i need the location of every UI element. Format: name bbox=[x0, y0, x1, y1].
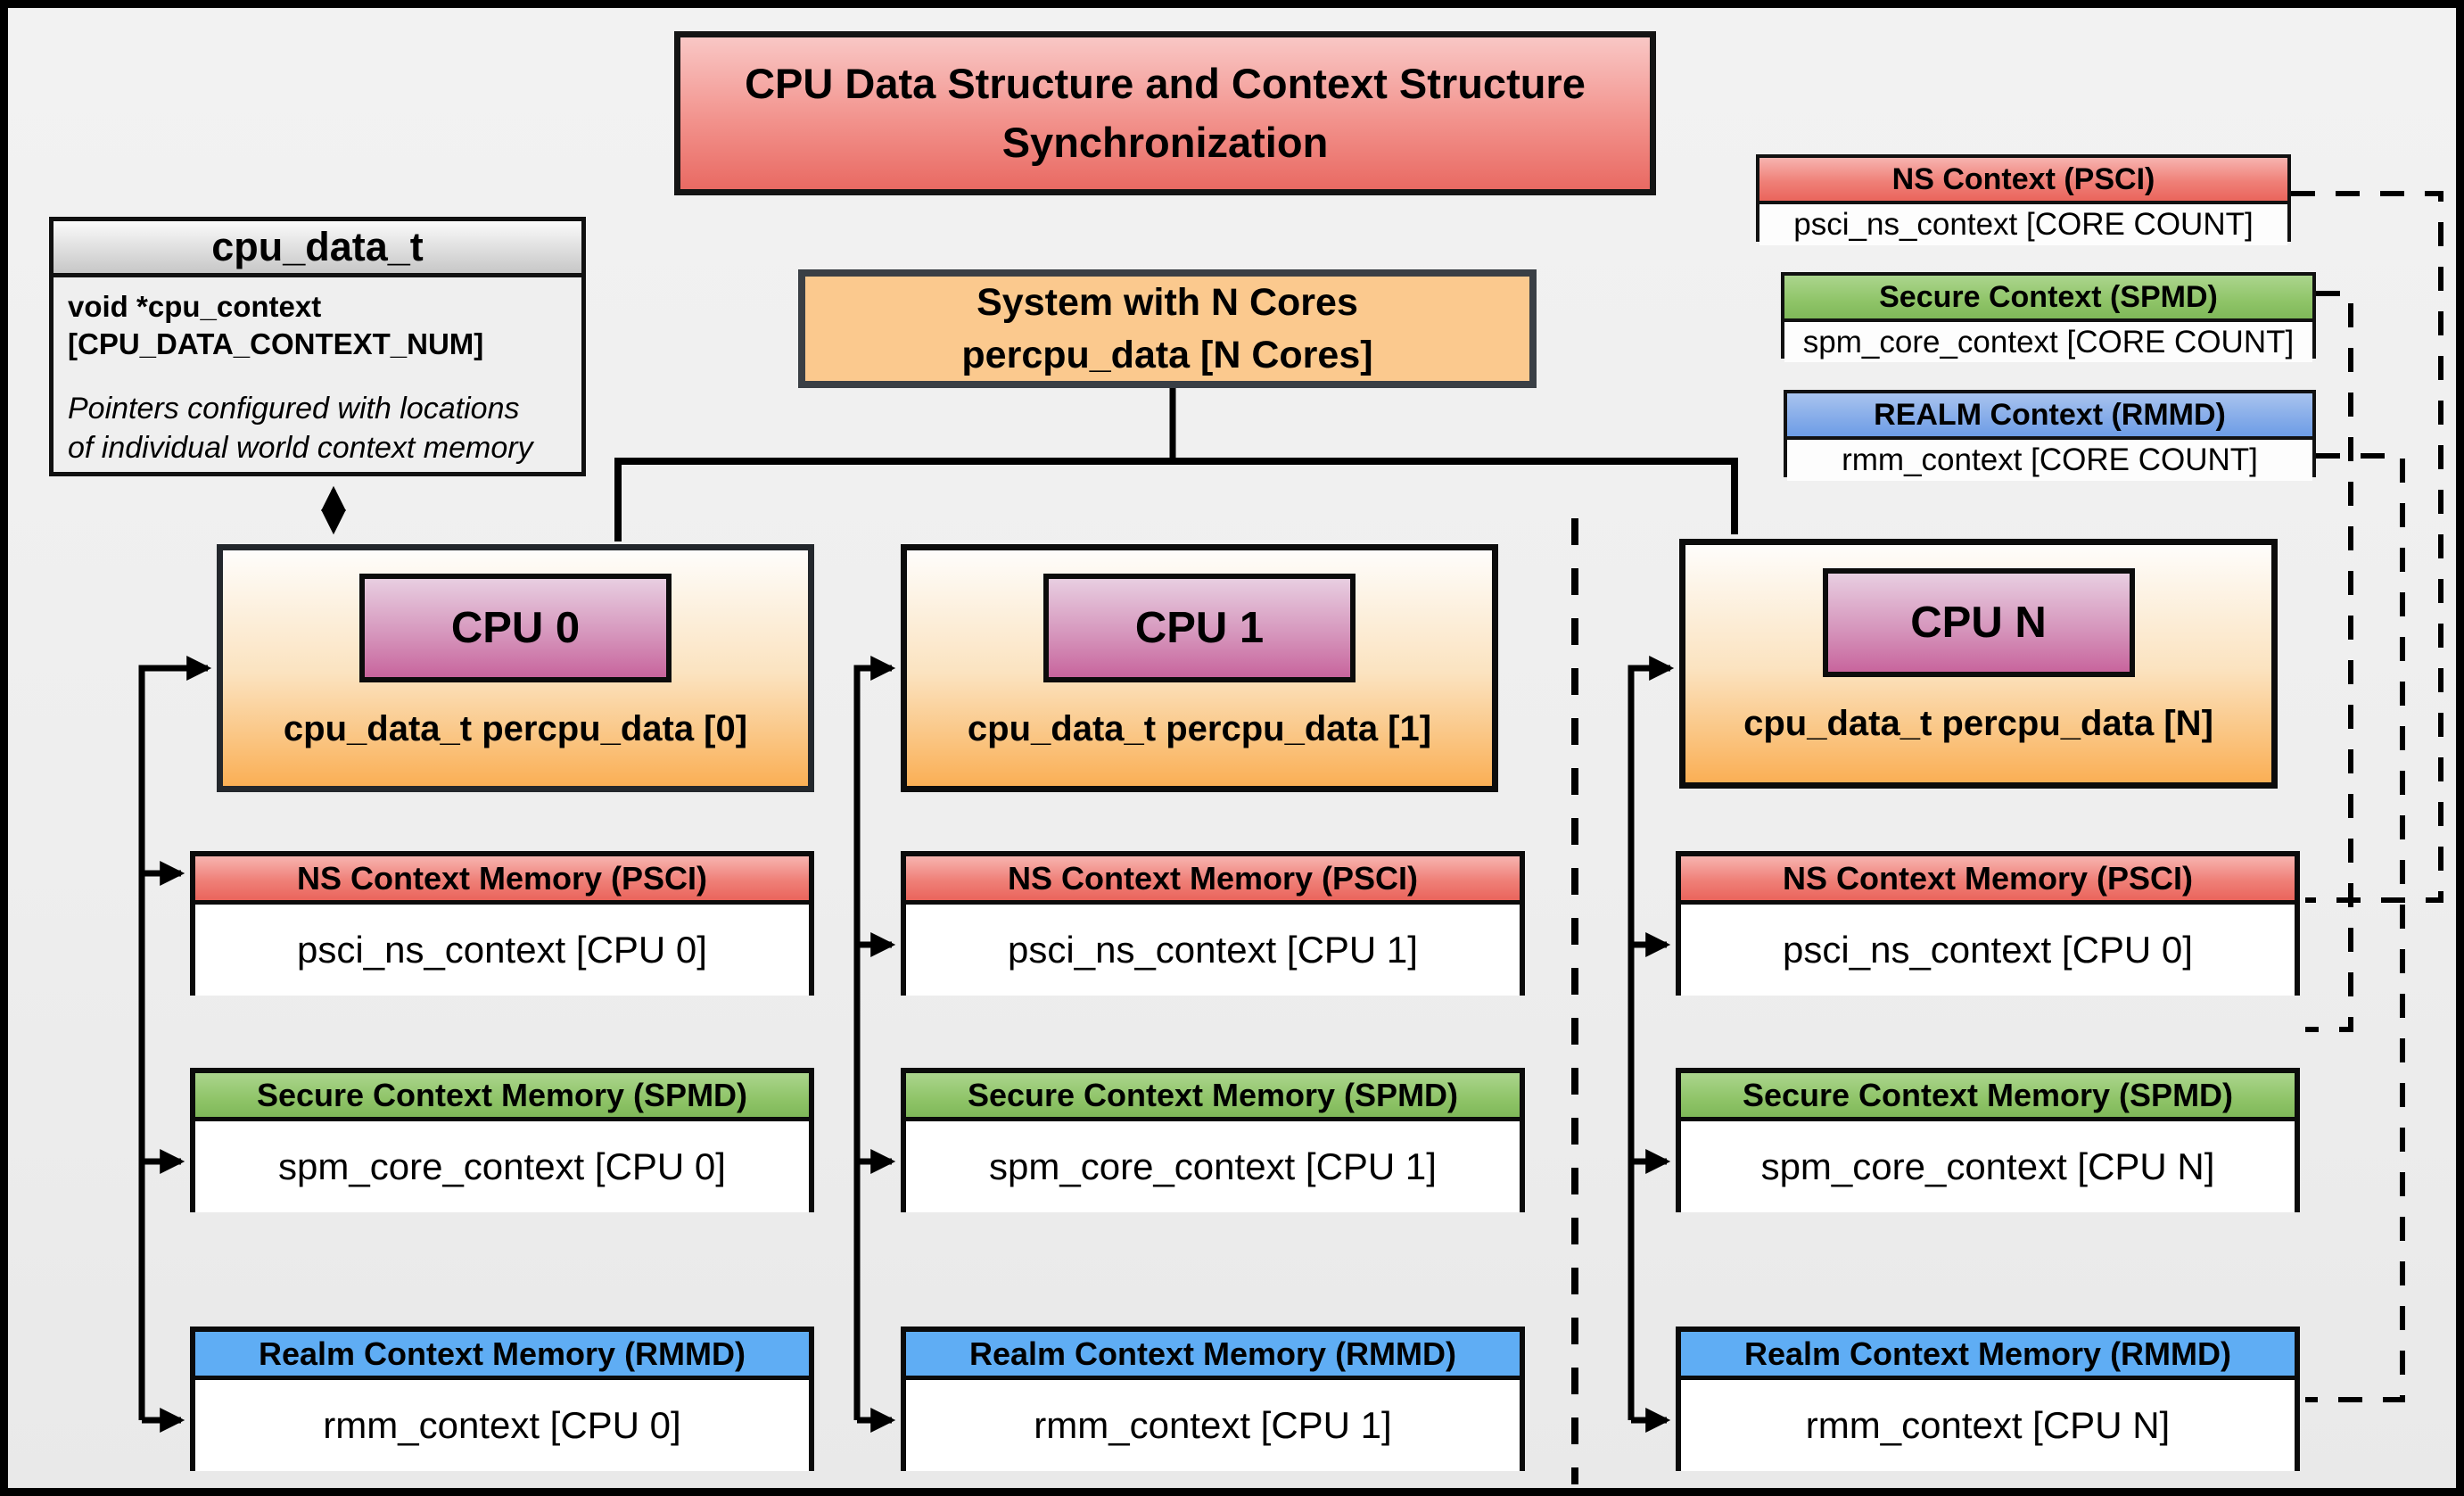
system-line2: percpu_data [N Cores] bbox=[961, 333, 1373, 376]
legend-realm-header: REALM Context (RMMD) bbox=[1787, 393, 2312, 440]
cpu0-realm-context-box: Realm Context Memory (RMMD) rmm_context … bbox=[190, 1327, 814, 1471]
system-line1: System with N Cores bbox=[977, 281, 1358, 325]
struct-field-line2: [CPU_DATA_CONTEXT_NUM] bbox=[68, 327, 484, 361]
cpu1-secure-header: Secure Context Memory (SPMD) bbox=[906, 1073, 1520, 1121]
cpu-data-t-body: void *cpu_context [CPU_DATA_CONTEXT_NUM]… bbox=[54, 277, 581, 468]
cpu0-secure-header: Secure Context Memory (SPMD) bbox=[195, 1073, 809, 1121]
cpu0-ns-header: NS Context Memory (PSCI) bbox=[195, 856, 809, 905]
cpun-ns-context-box: NS Context Memory (PSCI) psci_ns_context… bbox=[1676, 851, 2300, 996]
diagram-title: CPU Data Structure and Context Structure… bbox=[674, 31, 1656, 195]
cpu0-realm-body: rmm_context [CPU 0] bbox=[195, 1380, 809, 1471]
cpu1-secure-body: spm_core_context [CPU 1] bbox=[906, 1121, 1520, 1212]
struct-note-line2: of individual world context memory bbox=[68, 430, 533, 465]
cpu1-secure-context-box: Secure Context Memory (SPMD) spm_core_co… bbox=[901, 1068, 1525, 1212]
legend-secure-body: spm_core_context [CORE COUNT] bbox=[1784, 322, 2312, 362]
cpu-data-t-header: cpu_data_t bbox=[54, 221, 581, 277]
legend-secure-context: Secure Context (SPMD) spm_core_context [… bbox=[1781, 272, 2316, 362]
struct-note: Pointers configured with locations of in… bbox=[68, 390, 567, 467]
cpun-secure-header: Secure Context Memory (SPMD) bbox=[1681, 1073, 2295, 1121]
legend-secure-header: Secure Context (SPMD) bbox=[1784, 276, 2312, 322]
cpu0-secure-context-box: Secure Context Memory (SPMD) spm_core_co… bbox=[190, 1068, 814, 1212]
cpun-chip: CPU N bbox=[1822, 568, 2135, 677]
cpu1-data-label: cpu_data_t percpu_data [1] bbox=[967, 709, 1432, 748]
cpu0-realm-header: Realm Context Memory (RMMD) bbox=[195, 1332, 809, 1380]
cpun-realm-body: rmm_context [CPU N] bbox=[1681, 1380, 2295, 1471]
cpun-ns-body: psci_ns_context [CPU 0] bbox=[1681, 905, 2295, 996]
cpu0-chip: CPU 0 bbox=[359, 574, 672, 682]
cpu0-secure-body: spm_core_context [CPU 0] bbox=[195, 1121, 809, 1212]
cpu-data-t-box: cpu_data_t void *cpu_context [CPU_DATA_C… bbox=[49, 217, 586, 476]
cpun-realm-header: Realm Context Memory (RMMD) bbox=[1681, 1332, 2295, 1380]
legend-realm-body: rmm_context [CORE COUNT] bbox=[1787, 440, 2312, 481]
cpun-realm-context-box: Realm Context Memory (RMMD) rmm_context … bbox=[1676, 1327, 2300, 1471]
cpu1-ns-context-box: NS Context Memory (PSCI) psci_ns_context… bbox=[901, 851, 1525, 996]
legend-ns-context: NS Context (PSCI) psci_ns_context [CORE … bbox=[1756, 154, 2291, 245]
cpu0-box: CPU 0 cpu_data_t percpu_data [0] bbox=[217, 544, 814, 792]
cpu1-realm-context-box: Realm Context Memory (RMMD) rmm_context … bbox=[901, 1327, 1525, 1471]
cpun-secure-body: spm_core_context [CPU N] bbox=[1681, 1121, 2295, 1212]
struct-field-line1: void *cpu_context bbox=[68, 290, 322, 323]
legend-ns-body: psci_ns_context [CORE COUNT] bbox=[1759, 204, 2287, 245]
cpu0-ns-body: psci_ns_context [CPU 0] bbox=[195, 905, 809, 996]
cpu1-realm-header: Realm Context Memory (RMMD) bbox=[906, 1332, 1520, 1380]
cpu0-ns-context-box: NS Context Memory (PSCI) psci_ns_context… bbox=[190, 851, 814, 996]
cpu0-data-label: cpu_data_t percpu_data [0] bbox=[283, 709, 748, 748]
system-box: System with N Cores percpu_data [N Cores… bbox=[798, 269, 1537, 388]
cpun-secure-context-box: Secure Context Memory (SPMD) spm_core_co… bbox=[1676, 1068, 2300, 1212]
cpu1-realm-body: rmm_context [CPU 1] bbox=[906, 1380, 1520, 1471]
cpu1-ns-header: NS Context Memory (PSCI) bbox=[906, 856, 1520, 905]
cpu1-box: CPU 1 cpu_data_t percpu_data [1] bbox=[901, 544, 1498, 792]
cpun-box: CPU N cpu_data_t percpu_data [N] bbox=[1679, 539, 2278, 789]
cpu1-chip: CPU 1 bbox=[1043, 574, 1356, 682]
legend-ns-header: NS Context (PSCI) bbox=[1759, 158, 2287, 204]
cpun-ns-header: NS Context Memory (PSCI) bbox=[1681, 856, 2295, 905]
cpun-data-label: cpu_data_t percpu_data [N] bbox=[1743, 704, 2213, 743]
legend-realm-context: REALM Context (RMMD) rmm_context [CORE C… bbox=[1784, 390, 2316, 481]
cpu1-ns-body: psci_ns_context [CPU 1] bbox=[906, 905, 1520, 996]
struct-note-line1: Pointers configured with locations bbox=[68, 392, 520, 426]
